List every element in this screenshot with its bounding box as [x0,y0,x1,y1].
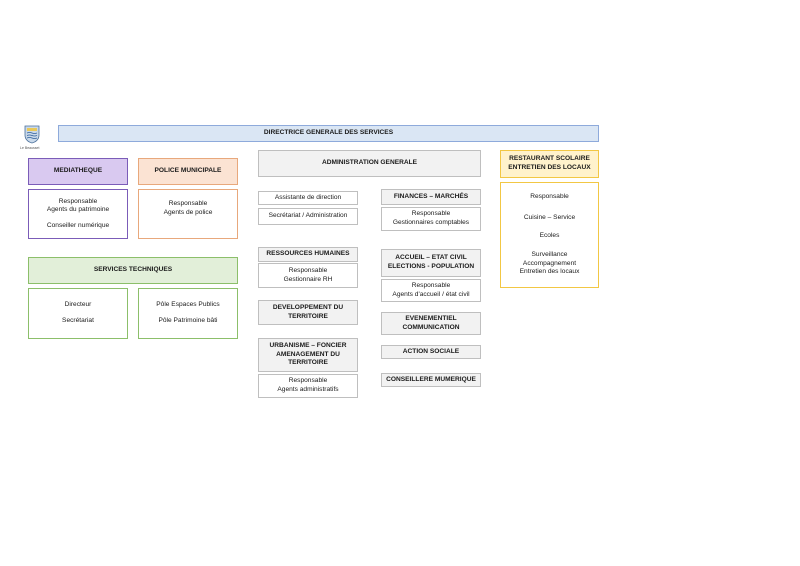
restaurant-body: Responsable Cuisine – Service Ecoles Sur… [500,182,599,288]
services-techniques-title: SERVICES TECHNIQUES [93,266,173,274]
rh-title: RESSOURCES HUMAINES [266,250,350,258]
mediatheque-line-3: Conseiller numérique [46,221,110,229]
assistante-label: Assistante de direction [274,193,342,201]
accueil-body: Responsable Agents d'accueil / état civi… [381,279,481,302]
logo-caption: Le Beausset [20,146,40,150]
urba-line-1: Responsable [288,377,328,385]
st-right-line-1: Pôle Espaces Publics [156,301,220,309]
evenementiel-header: EVENEMENTIEL COMMUNICATION [381,312,481,335]
action-sociale-title: ACTION SOCIALE [402,347,460,355]
action-sociale-header: ACTION SOCIALE [381,345,481,359]
mediatheque-header: MEDIATHEQUE [28,158,128,185]
mediatheque-body: Responsable Agents du patrimoine Conseil… [28,189,128,239]
st-right-line-2: Pôle Patrimoine bâti [158,317,218,324]
police-header: POLICE MUNICIPALE [138,158,238,185]
urba-title-1: URBANISME – FONCIER [269,342,347,350]
secretariat-label: Secrétariat / Administration [268,212,348,220]
accueil-title-1: ACCUEIL – ETAT CIVIL [395,254,467,262]
police-line-1: Responsable [168,200,208,207]
accueil-line-2: Agents d'accueil / état civil [392,290,470,298]
event-title-1: EVENEMENTIEL [405,314,457,322]
accueil-line-1: Responsable [411,281,451,289]
police-line-2: Agents de police [163,208,213,216]
resto-line-5: Accompagnement [522,259,577,267]
st-left-line-2: Secrétariat [62,317,94,324]
town-crest-logo [24,124,40,144]
services-techniques-left: Directeur Secrétariat [28,288,128,339]
resto-line-2: Cuisine – Service [523,213,576,221]
dev-title-2: TERRITOIRE [288,312,328,320]
resto-line-4: Surveillance [531,251,568,258]
accueil-title-2: ELECTIONS - POPULATION [387,263,475,270]
urbanisme-header: URBANISME – FONCIER AMENAGEMENT DU TERRI… [258,338,358,372]
restaurant-header: RESTAURANT SCOLAIRE ENTRETIEN DES LOCAUX [500,150,599,178]
urba-title-3: TERRITOIRE [288,359,328,367]
dev-territoire-header: DEVELOPPEMENT DU TERRITOIRE [258,300,358,325]
conseillere-header: CONSEILLERE MUMERIQUE [381,373,481,387]
assistante-box: Assistante de direction [258,191,358,205]
mediatheque-line-2: Agents du patrimoine [46,206,110,214]
admin-title: ADMINISTRATION GENERALE [321,159,418,167]
finances-header: FINANCES – MARCHÉS [381,189,481,205]
resto-title-1: RESTAURANT SCOLAIRE [509,155,590,163]
police-title: POLICE MUNICIPALE [154,167,222,175]
resto-title-2: ENTRETIEN DES LOCAUX [508,164,591,171]
secretariat-box: Secrétariat / Administration [258,208,358,225]
resto-line-1: Responsable [530,193,569,201]
rh-line-1: Responsable [288,266,328,274]
dev-title-1: DEVELOPPEMENT DU [272,303,344,311]
conseillere-title: CONSEILLERE MUMERIQUE [386,375,476,383]
urba-line-2: Agents administratifs [277,386,339,393]
mediatheque-title: MEDIATHEQUE [53,167,103,175]
resto-line-3: Ecoles [539,232,560,240]
rh-line-2: Gestionnaire RH [283,275,333,283]
admin-header: ADMINISTRATION GENERALE [258,150,481,177]
accueil-header: ACCUEIL – ETAT CIVIL ELECTIONS - POPULAT… [381,249,481,277]
fin-line-2: Gestionnaires comptables [392,219,470,226]
event-title-2: COMMUNICATION [402,323,460,331]
finances-body: Responsable Gestionnaires comptables [381,207,481,231]
urba-title-2: AMENAGEMENT DU [276,350,340,358]
services-techniques-header: SERVICES TECHNIQUES [28,257,238,284]
st-left-line-1: Directeur [64,301,92,309]
rh-header: RESSOURCES HUMAINES [258,247,358,262]
resto-line-6: Entretien des locaux [519,268,580,276]
dgs-title: DIRECTRICE GENERALE DES SERVICES [263,129,394,137]
finances-title: FINANCES – MARCHÉS [393,192,469,200]
dgs-banner: DIRECTRICE GENERALE DES SERVICES [58,125,599,142]
rh-body: Responsable Gestionnaire RH [258,263,358,288]
mediatheque-line-1: Responsable [58,197,98,205]
urbanisme-body: Responsable Agents administratifs [258,374,358,398]
services-techniques-right: Pôle Espaces Publics Pôle Patrimoine bât… [138,288,238,339]
police-body: Responsable Agents de police [138,189,238,239]
fin-line-1: Responsable [411,210,451,218]
